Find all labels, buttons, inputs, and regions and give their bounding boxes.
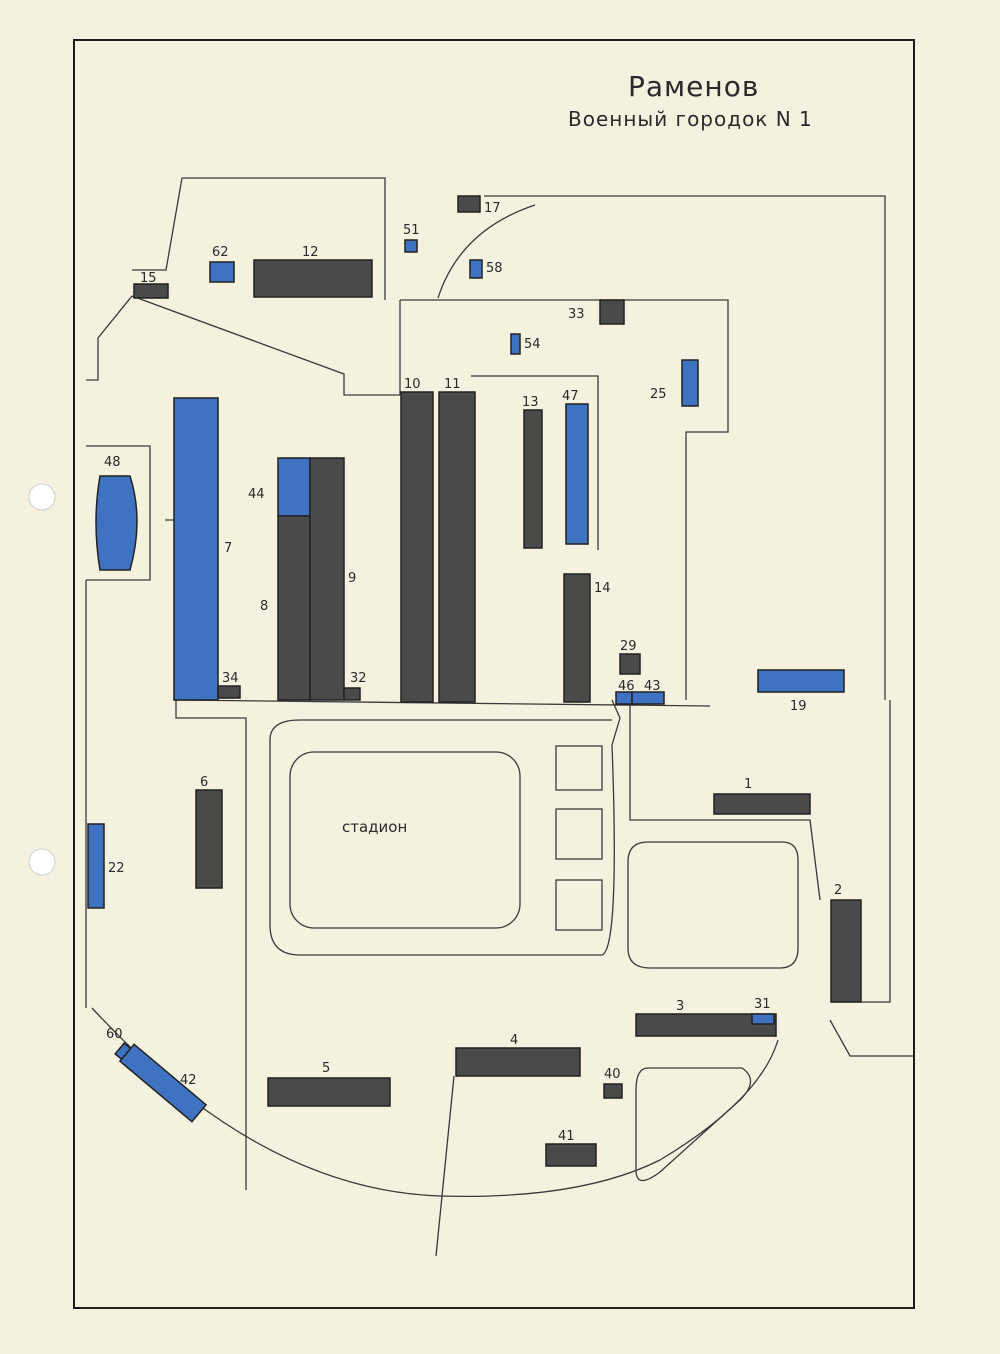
building-40[interactable] bbox=[603, 1083, 623, 1099]
building-labels: 12 15 62 51 17 58 33 54 25 48 7 44 8 9 3… bbox=[104, 201, 842, 1144]
label-43: 43 bbox=[644, 679, 661, 694]
building-13[interactable] bbox=[523, 409, 543, 549]
building-14[interactable] bbox=[563, 573, 591, 703]
building-7[interactable] bbox=[173, 397, 219, 701]
binder-hole-bottom bbox=[28, 848, 56, 876]
label-19: 19 bbox=[790, 699, 807, 714]
label-13: 13 bbox=[522, 395, 539, 410]
building-22[interactable] bbox=[87, 823, 105, 909]
building-25[interactable] bbox=[681, 359, 699, 407]
building-42[interactable] bbox=[118, 1043, 208, 1123]
label-8: 8 bbox=[260, 599, 268, 614]
label-47: 47 bbox=[562, 389, 579, 404]
building-19[interactable] bbox=[757, 669, 845, 693]
label-3: 3 bbox=[676, 999, 684, 1014]
building-5[interactable] bbox=[267, 1077, 391, 1107]
building-6[interactable] bbox=[195, 789, 223, 889]
roads-and-fences bbox=[85, 177, 914, 1257]
label-10: 10 bbox=[404, 377, 421, 392]
label-1: 1 bbox=[744, 777, 752, 792]
court-1 bbox=[555, 745, 603, 791]
building-11[interactable] bbox=[438, 391, 476, 703]
label-9: 9 bbox=[348, 571, 356, 586]
label-22: 22 bbox=[108, 861, 125, 876]
map-subtitle: Военный городок N 1 bbox=[568, 107, 813, 131]
building-3[interactable] bbox=[635, 1013, 777, 1037]
building-8[interactable] bbox=[277, 515, 311, 701]
label-31: 31 bbox=[754, 997, 771, 1012]
label-48: 48 bbox=[104, 455, 121, 470]
map-title: Раменов bbox=[628, 70, 759, 103]
label-29: 29 bbox=[620, 639, 637, 654]
building-47[interactable] bbox=[565, 403, 589, 545]
building-58[interactable] bbox=[469, 259, 483, 279]
stadium-label: стадион bbox=[342, 818, 407, 836]
binder-hole-top bbox=[28, 483, 56, 511]
label-17: 17 bbox=[484, 201, 501, 216]
building-15[interactable] bbox=[133, 283, 169, 299]
building-9[interactable] bbox=[309, 457, 345, 701]
plaza bbox=[627, 841, 799, 969]
label-15: 15 bbox=[140, 271, 157, 286]
label-51: 51 bbox=[403, 223, 420, 238]
building-17[interactable] bbox=[457, 195, 481, 213]
building-31[interactable] bbox=[751, 1013, 775, 1025]
label-5: 5 bbox=[322, 1061, 330, 1076]
building-44[interactable] bbox=[277, 457, 311, 517]
building-43[interactable] bbox=[631, 691, 665, 705]
label-40: 40 bbox=[604, 1067, 621, 1082]
label-44: 44 bbox=[248, 487, 265, 502]
label-54: 54 bbox=[524, 337, 541, 352]
label-11: 11 bbox=[444, 377, 461, 392]
label-25: 25 bbox=[650, 387, 667, 402]
label-14: 14 bbox=[594, 581, 611, 596]
building-2[interactable] bbox=[830, 899, 862, 1003]
building-54[interactable] bbox=[510, 333, 521, 355]
building-12[interactable] bbox=[253, 259, 373, 298]
building-29[interactable] bbox=[619, 653, 641, 675]
label-46: 46 bbox=[618, 679, 635, 694]
building-48[interactable] bbox=[95, 475, 138, 571]
map-frame bbox=[73, 39, 915, 1309]
court-3 bbox=[555, 879, 603, 931]
label-4: 4 bbox=[510, 1033, 518, 1048]
label-58: 58 bbox=[486, 261, 503, 276]
building-1[interactable] bbox=[713, 793, 811, 815]
building-34[interactable] bbox=[217, 685, 241, 699]
label-6: 6 bbox=[200, 775, 208, 790]
label-42: 42 bbox=[180, 1073, 197, 1088]
label-12: 12 bbox=[302, 245, 319, 260]
label-2: 2 bbox=[834, 883, 842, 898]
building-62[interactable] bbox=[209, 261, 235, 283]
label-60: 60 bbox=[106, 1027, 123, 1042]
building-10[interactable] bbox=[400, 391, 434, 703]
buildings bbox=[87, 195, 862, 1167]
label-62: 62 bbox=[212, 245, 229, 260]
building-41[interactable] bbox=[545, 1143, 597, 1167]
label-33: 33 bbox=[568, 307, 585, 322]
stadium-field bbox=[289, 751, 521, 929]
label-32: 32 bbox=[350, 671, 367, 686]
building-33[interactable] bbox=[599, 299, 625, 325]
label-41: 41 bbox=[558, 1129, 575, 1144]
building-4[interactable] bbox=[455, 1047, 581, 1077]
building-32[interactable] bbox=[343, 687, 361, 701]
building-51[interactable] bbox=[404, 239, 418, 253]
court-2 bbox=[555, 808, 603, 860]
label-7: 7 bbox=[224, 541, 232, 556]
label-34: 34 bbox=[222, 671, 239, 686]
